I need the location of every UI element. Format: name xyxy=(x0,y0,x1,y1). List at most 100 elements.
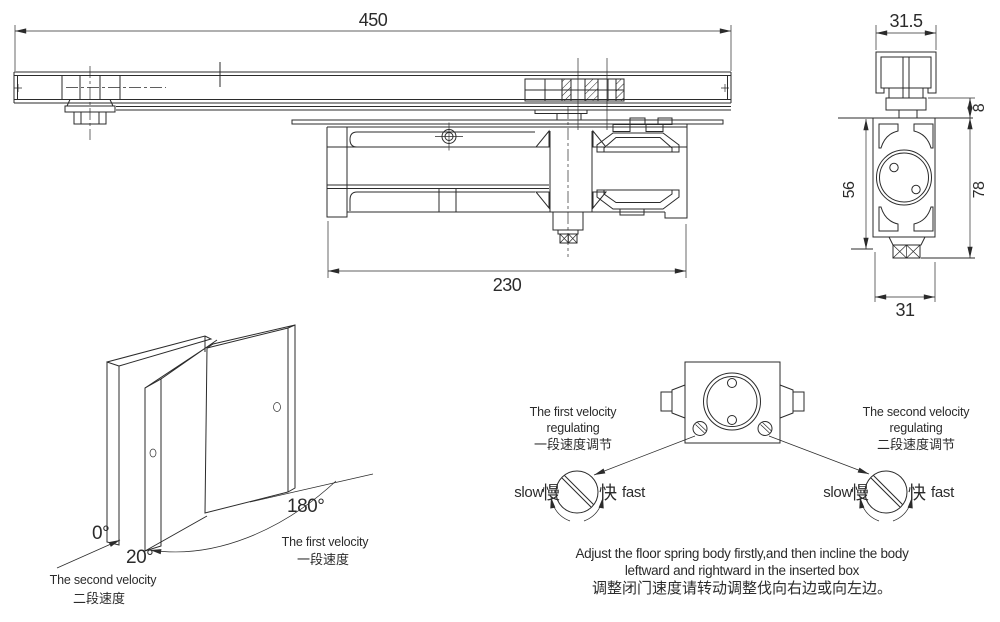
first-regulating-label: The first velocity regulating 一段速度调节 xyxy=(530,405,618,452)
bottom-tab xyxy=(438,188,457,212)
slow-label-zh: 慢 xyxy=(851,483,869,503)
second-regulating-en1: The second velocity xyxy=(863,405,971,419)
door-swing-diagram: 0° 20° 180° The first velocity 一段速度 The … xyxy=(50,324,374,606)
spring-body-top xyxy=(872,117,936,238)
second-velocity-knob: slow 慢 快 fast xyxy=(823,470,955,522)
corner-block xyxy=(878,123,899,149)
bottom-connector xyxy=(851,236,975,259)
spindle-connection xyxy=(534,109,588,121)
first-velocity-knob: slow 慢 快 fast xyxy=(514,470,646,522)
hatched-section xyxy=(584,78,599,102)
first-regulating-en2: regulating xyxy=(547,421,600,435)
door-knob xyxy=(273,402,281,412)
slider-cap xyxy=(875,51,937,119)
fast-label-en: fast xyxy=(931,484,955,501)
arm-slider-block xyxy=(524,58,625,130)
angle-closed-label: 0° xyxy=(92,523,109,544)
second-velocity-en: The second velocity xyxy=(50,573,158,587)
neck-height-label: 8 xyxy=(971,103,988,112)
valve-hole xyxy=(889,162,899,173)
first-velocity-zh: 一段速度 xyxy=(297,552,349,567)
mounting-plate xyxy=(291,119,724,125)
rail-lower-flange xyxy=(116,106,731,111)
first-regulating-zh: 一段速度调节 xyxy=(534,437,612,452)
total-height-dimension: 78 xyxy=(967,118,988,258)
adjustment-diagram: slow 慢 快 fast slow 慢 快 fast The first ve… xyxy=(514,361,971,597)
door-knob xyxy=(149,448,157,458)
screw-crosshair xyxy=(435,122,463,151)
note-line2: leftward and rightward in the inserted b… xyxy=(625,563,860,578)
front-view: 450 xyxy=(13,10,732,295)
slow-label-en: slow xyxy=(823,484,852,501)
upper-cam xyxy=(596,132,680,153)
hatched-section xyxy=(615,78,625,102)
angle-open-label: 180° xyxy=(287,496,324,517)
fast-label-en: fast xyxy=(622,484,646,501)
body-length-dimension: 230 xyxy=(327,221,687,295)
first-regulating-en1: The first velocity xyxy=(530,405,618,419)
side-valve-left xyxy=(671,384,686,419)
register-marks xyxy=(14,84,729,92)
note-line1: Adjust the floor spring body firstly,and… xyxy=(575,546,909,561)
door-20deg xyxy=(144,339,218,552)
closer-body xyxy=(326,107,688,257)
screw-slot xyxy=(561,475,594,508)
rail-length-label: 450 xyxy=(359,10,388,30)
rotate-arrow-cw xyxy=(892,496,913,522)
rotate-arrow-cw xyxy=(583,496,604,522)
first-velocity-screw xyxy=(692,421,708,436)
wedges xyxy=(534,129,608,210)
side-view: 31.5 8 xyxy=(838,11,988,320)
adjustment-note: Adjust the floor spring body firstly,and… xyxy=(575,546,909,597)
piston-bore xyxy=(876,149,932,206)
valve-hole xyxy=(911,184,921,195)
door-closed xyxy=(106,335,213,546)
cap-width-dimension: 31.5 xyxy=(875,11,937,50)
second-velocity-zh: 二段速度 xyxy=(73,591,125,606)
neck-height-dimension: 8 xyxy=(928,97,988,118)
second-velocity-screw xyxy=(757,421,773,436)
spindle-column xyxy=(549,131,593,212)
door-180deg xyxy=(204,324,296,514)
side-valve-right xyxy=(779,384,794,419)
body-length-label: 230 xyxy=(493,275,522,295)
rotate-arrow-ccw xyxy=(550,496,571,522)
upper-height-label: 56 xyxy=(841,181,858,198)
valve-hole xyxy=(727,415,737,425)
hatched-section xyxy=(561,78,572,102)
rail-length-dimension: 450 xyxy=(14,10,732,71)
total-height-label: 78 xyxy=(971,181,988,198)
rotate-arrow-ccw xyxy=(859,496,880,522)
open-reference-line xyxy=(249,473,374,503)
fast-label-zh: 快 xyxy=(599,483,617,503)
projection-lines xyxy=(577,58,608,130)
lower-recess xyxy=(349,191,535,211)
corner-block xyxy=(913,206,934,232)
corner-block xyxy=(913,123,934,149)
zero-reference-line xyxy=(56,539,121,569)
leader-arrow-second xyxy=(768,435,870,475)
slider-centerlines xyxy=(66,66,166,140)
slow-label-zh: 慢 xyxy=(542,483,560,503)
screw-slot xyxy=(870,475,903,508)
upper-height-dimension: 56 xyxy=(841,119,869,249)
valve-hole xyxy=(727,378,737,388)
note-line3: 调整闭门速度请转动调整伐向右边或向左边。 xyxy=(592,580,892,597)
slide-rail xyxy=(13,62,732,111)
angle-latch-label: 20° xyxy=(126,547,153,568)
second-regulating-zh: 二段速度调节 xyxy=(877,437,955,452)
first-velocity-en: The first velocity xyxy=(282,535,370,549)
slow-label-en: slow xyxy=(514,484,543,501)
bottom-width-label: 31 xyxy=(895,300,915,320)
cylinder-bore xyxy=(703,372,761,431)
lower-cam xyxy=(596,189,680,210)
cap-width-label: 31.5 xyxy=(889,11,923,31)
second-regulating-label: The second velocity regulating 二段速度调节 xyxy=(863,405,971,452)
corner-block xyxy=(878,206,899,232)
rail-end-slider xyxy=(61,66,166,140)
spring-body-plan xyxy=(660,361,805,444)
swing-arc xyxy=(149,480,337,555)
upper-recess xyxy=(349,131,535,148)
